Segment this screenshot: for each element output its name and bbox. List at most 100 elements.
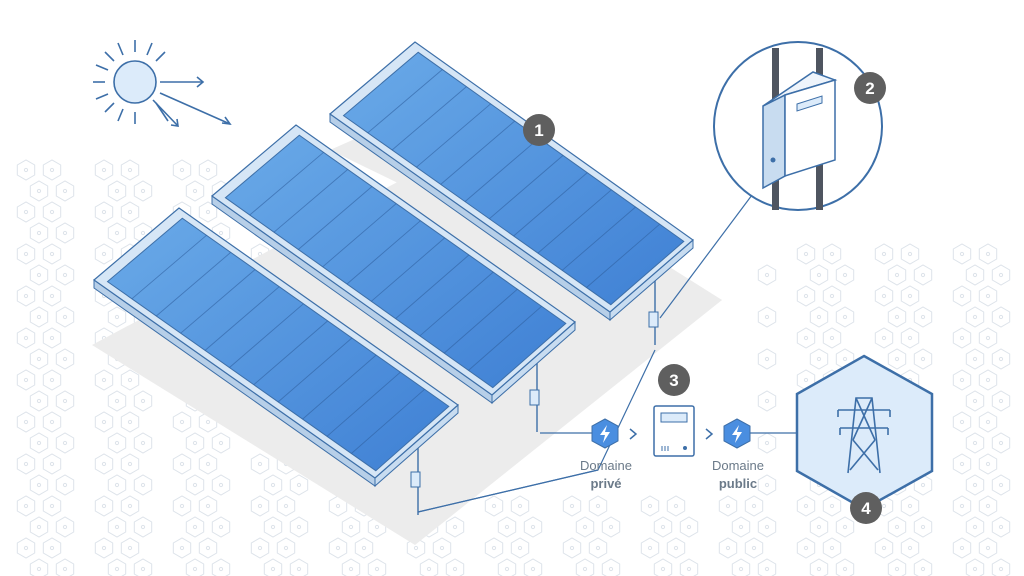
hexagon-dot bbox=[296, 482, 302, 488]
panel-cell-line bbox=[131, 234, 207, 300]
hexagon-dot bbox=[582, 566, 588, 572]
hexagon-dot bbox=[504, 566, 510, 572]
panel-cells bbox=[224, 134, 567, 389]
hexagon-dot bbox=[114, 566, 120, 572]
hexagon-dot bbox=[816, 566, 822, 572]
private-domain-label-bold: privé bbox=[590, 476, 621, 491]
hexagon-shape bbox=[757, 516, 777, 538]
hexagon-shape bbox=[978, 327, 998, 349]
hexagon-shape bbox=[250, 495, 270, 517]
hexagon-shape bbox=[16, 453, 36, 475]
hexagon-shape bbox=[16, 201, 36, 223]
hexagon-shape bbox=[952, 369, 972, 391]
hexagon-shape bbox=[887, 516, 907, 538]
hexagon-shape bbox=[874, 285, 894, 307]
hexagon-shape bbox=[952, 327, 972, 349]
arrow-right-icon bbox=[705, 428, 714, 440]
hexagon-dot bbox=[62, 398, 68, 404]
hexagon-dot bbox=[972, 440, 978, 446]
panel-cell-line bbox=[371, 237, 445, 302]
hexagon-dot bbox=[738, 566, 744, 572]
hexagon-shape bbox=[809, 348, 829, 370]
hexagon-dot bbox=[205, 419, 211, 425]
hexagon-shape bbox=[328, 537, 348, 559]
hexagon-shape bbox=[822, 495, 842, 517]
hexagon-dot bbox=[686, 566, 692, 572]
hexagon-shape bbox=[29, 516, 49, 538]
hexagon-dot bbox=[36, 482, 42, 488]
hexagon-shape bbox=[796, 495, 816, 517]
hexagon-dot bbox=[985, 461, 991, 467]
panel-cell-line bbox=[180, 269, 256, 334]
hexagon-shape bbox=[120, 453, 140, 475]
hexagon-shape bbox=[757, 432, 777, 454]
hexagon-shape bbox=[887, 348, 907, 370]
hexagon-dot bbox=[62, 230, 68, 236]
hexagon-shape bbox=[367, 558, 387, 576]
panel-cell-line bbox=[586, 223, 660, 288]
hexagon-dot bbox=[270, 566, 276, 572]
hexagon-shape bbox=[809, 306, 829, 328]
hexagon-dot bbox=[49, 545, 55, 551]
hexagon-dot bbox=[972, 398, 978, 404]
hexagon-dot bbox=[439, 545, 445, 551]
hexagon-dot bbox=[140, 440, 146, 446]
hexagon-dot bbox=[49, 167, 55, 173]
hexagon-dot bbox=[114, 188, 120, 194]
hexagon-shape bbox=[42, 369, 62, 391]
hexagon-dot bbox=[764, 272, 770, 278]
hexagon-dot bbox=[582, 524, 588, 530]
hexagon-shape bbox=[16, 411, 36, 433]
panel-cell-line bbox=[298, 186, 373, 250]
hexagon-shape bbox=[42, 411, 62, 433]
hexagon-dot bbox=[751, 545, 757, 551]
hexagon-dot bbox=[829, 545, 835, 551]
hexagon-shape bbox=[874, 327, 894, 349]
hexagon-dot bbox=[881, 335, 887, 341]
hexagon-dot bbox=[62, 188, 68, 194]
hexagon-dot bbox=[985, 335, 991, 341]
hexagon-shape bbox=[55, 180, 75, 202]
hexagon-dot bbox=[907, 545, 913, 551]
hexagon-shape bbox=[172, 537, 192, 559]
hexagon-shape bbox=[198, 495, 218, 517]
panel-cell-line bbox=[302, 354, 377, 420]
hexagon-dot bbox=[270, 524, 276, 530]
hexagon-dot bbox=[842, 566, 848, 572]
hexagon-dot bbox=[920, 314, 926, 320]
panel-cell-line bbox=[346, 220, 421, 285]
hexagon-shape bbox=[679, 516, 699, 538]
hexagon-dot bbox=[49, 335, 55, 341]
hexagon-dot bbox=[972, 524, 978, 530]
hexagon-shape bbox=[952, 243, 972, 265]
hexagon-shape bbox=[354, 537, 374, 559]
hexagon-shape bbox=[94, 495, 114, 517]
hexagon-shape bbox=[744, 537, 764, 559]
hexagon-shape bbox=[42, 453, 62, 475]
hexagon-dot bbox=[374, 524, 380, 530]
hexagon-dot bbox=[829, 293, 835, 299]
hexagon-dot bbox=[985, 293, 991, 299]
hexagon-shape bbox=[289, 474, 309, 496]
hexagon-shape bbox=[588, 495, 608, 517]
hexagon-dot bbox=[192, 440, 198, 446]
hexagon-shape bbox=[55, 390, 75, 412]
badge-junction-box: 2 bbox=[854, 72, 886, 104]
panel-cell-line bbox=[468, 305, 542, 371]
hexagon-shape bbox=[120, 201, 140, 223]
hexagon-dot bbox=[972, 566, 978, 572]
hexagon-shape bbox=[757, 390, 777, 412]
hexagon-shape bbox=[991, 348, 1011, 370]
hexagon-shape bbox=[991, 390, 1011, 412]
panel-cell-line bbox=[273, 169, 349, 233]
hexagon-dot bbox=[803, 503, 809, 509]
hexagon-shape bbox=[913, 306, 933, 328]
hexagon-shape bbox=[55, 348, 75, 370]
hexagon-shape bbox=[16, 537, 36, 559]
hexagon-shape bbox=[55, 516, 75, 538]
hexagon-shape bbox=[55, 432, 75, 454]
hexagon-dot bbox=[920, 356, 926, 362]
hexagon-dot bbox=[920, 482, 926, 488]
hexagon-shape bbox=[16, 327, 36, 349]
hexagon-dot bbox=[257, 545, 263, 551]
